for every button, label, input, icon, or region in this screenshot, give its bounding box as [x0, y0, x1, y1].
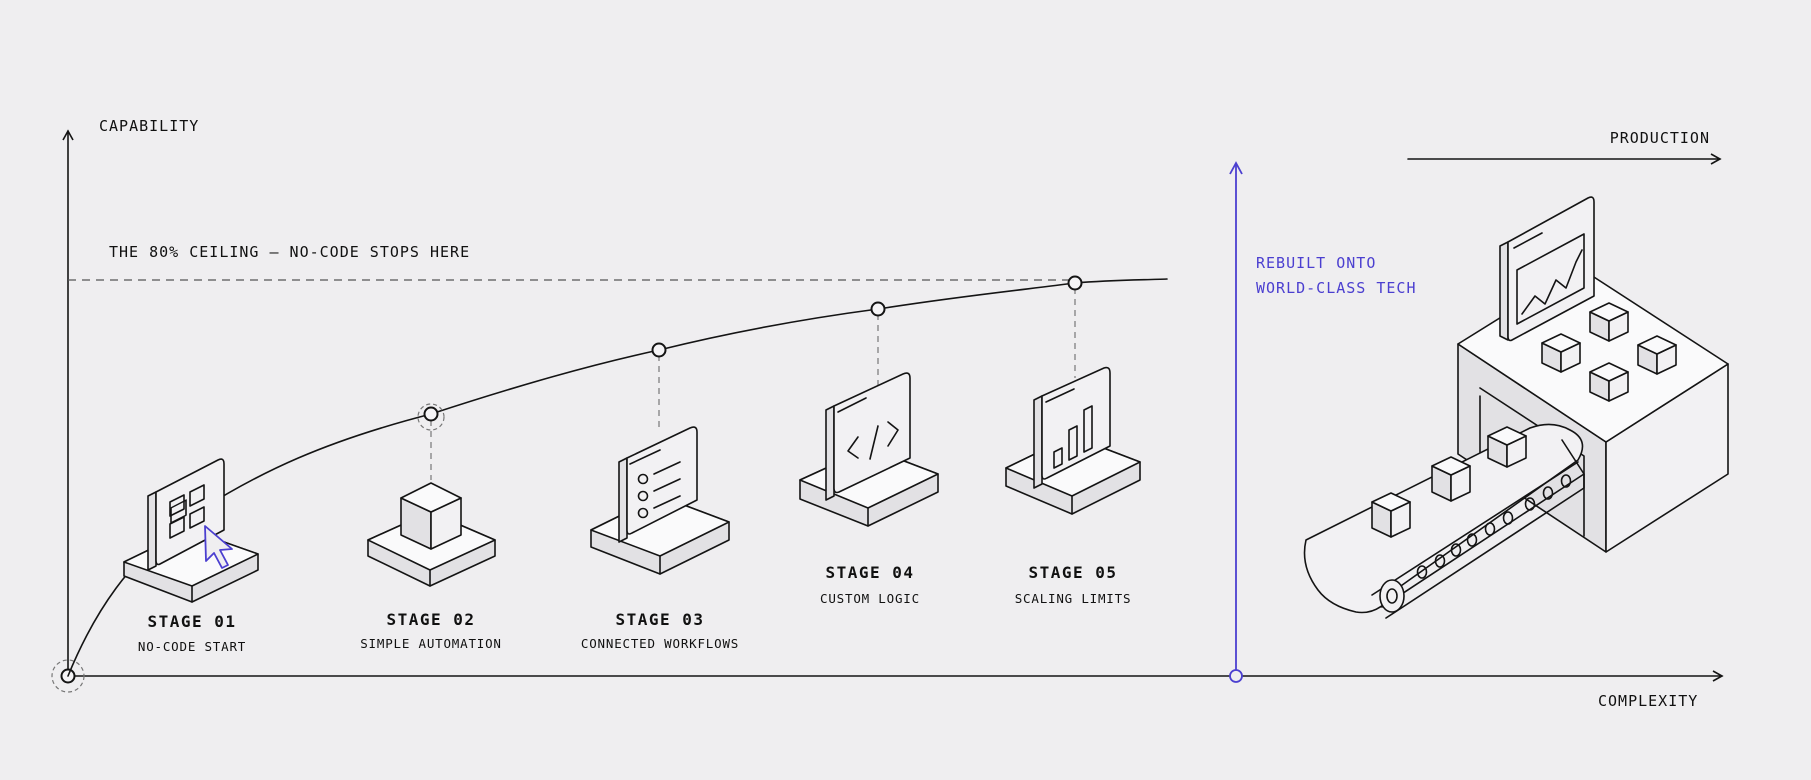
stage-05-subtitle: SCALING LIMITS — [1015, 591, 1132, 606]
stage-03-title: STAGE 03 — [615, 610, 704, 629]
stage-02-node-halo — [417, 403, 445, 431]
rebuild-marker: REBUILT ONTO WORLD-CLASS TECH — [1229, 161, 1417, 683]
stage-02-node — [423, 406, 439, 422]
x-axis-label: COMPLEXITY — [1598, 692, 1698, 710]
stage-04-title: STAGE 04 — [825, 563, 914, 582]
checklist-icon — [590, 426, 730, 575]
stage-01-subtitle: NO-CODE START — [138, 639, 246, 654]
production-label: PRODUCTION — [1610, 129, 1710, 147]
ceiling-label: THE 80% CEILING – NO-CODE STOPS HERE — [109, 243, 470, 261]
stage-01-title: STAGE 01 — [147, 612, 236, 631]
app-grid-cursor-icon — [123, 458, 259, 603]
rebuild-label-line1: REBUILT ONTO — [1256, 254, 1376, 272]
stage-03-node — [651, 342, 667, 358]
factory-conveyor-icon — [1303, 196, 1729, 619]
belt-cubes — [1371, 426, 1527, 538]
stage-04-node — [870, 301, 886, 317]
code-icon — [799, 372, 939, 527]
bar-chart-icon — [1005, 366, 1141, 515]
stage-05-title: STAGE 05 — [1028, 563, 1117, 582]
cube-icon — [367, 482, 496, 587]
monitor-chart — [1499, 196, 1595, 342]
conveyor-rollers — [1416, 474, 1572, 579]
rebuild-label-line2: WORLD-CLASS TECH — [1256, 279, 1417, 297]
stage-04-subtitle: CUSTOM LOGIC — [820, 591, 920, 606]
stage-05-node — [1067, 275, 1083, 291]
ceiling-line: THE 80% CEILING – NO-CODE STOPS HERE — [68, 243, 1070, 281]
cursor-icon — [204, 525, 233, 569]
x-axis: COMPLEXITY — [67, 670, 1724, 710]
stage-03-subtitle: CONNECTED WORKFLOWS — [581, 636, 739, 651]
production-arrow: PRODUCTION — [1407, 129, 1722, 165]
rebuild-node — [1229, 669, 1243, 683]
origin-halo — [51, 659, 85, 693]
top-cubes — [1541, 302, 1677, 402]
y-axis-label: CAPABILITY — [99, 117, 199, 135]
y-axis: CAPABILITY — [62, 117, 199, 677]
stage-02-subtitle: SIMPLE AUTOMATION — [360, 636, 502, 651]
stage-02-title: STAGE 02 — [386, 610, 475, 629]
